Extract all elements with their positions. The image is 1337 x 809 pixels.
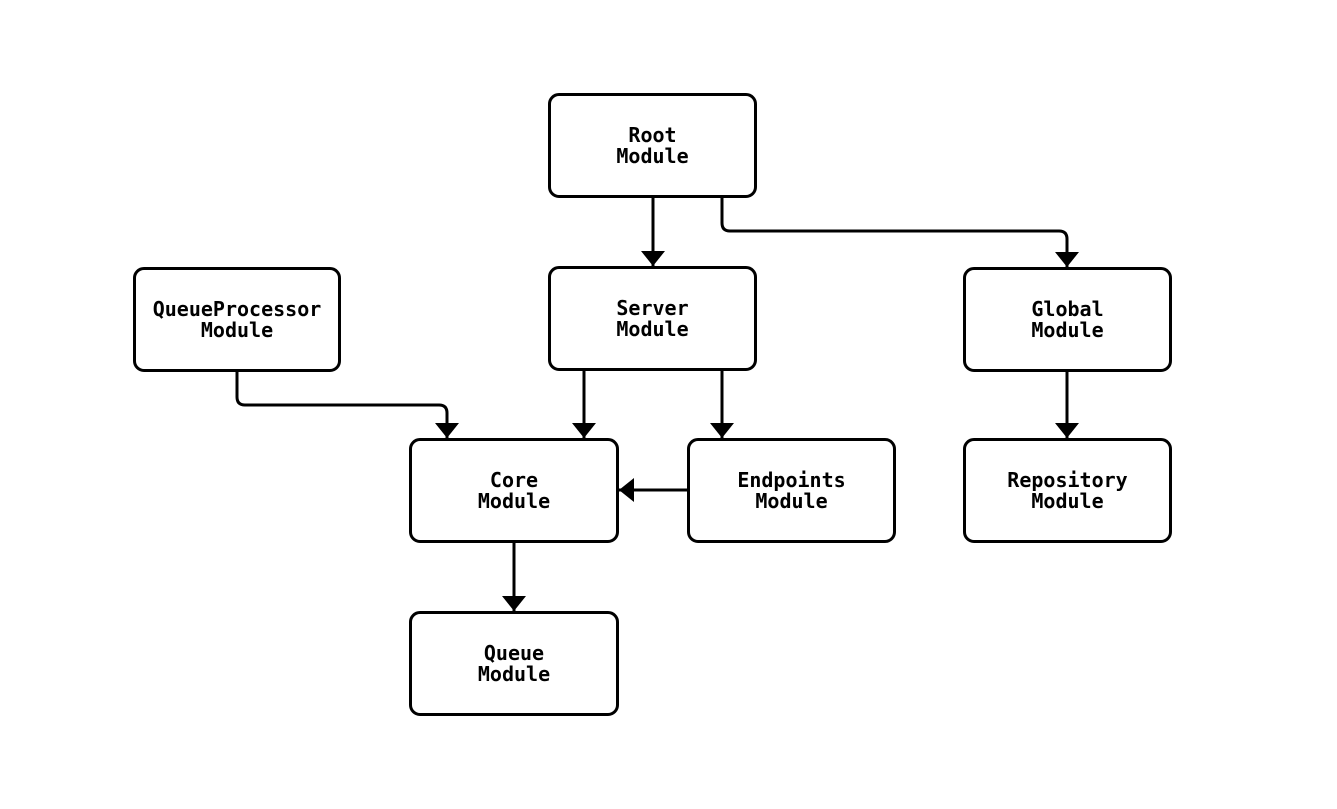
arrowhead-global-to-repository: [1055, 423, 1079, 438]
edge-root-to-global: [720, 198, 1069, 267]
node-label-server: Server Module: [616, 295, 689, 341]
node-label-core: Core Module: [477, 467, 551, 513]
node-core-module: Core Module: [409, 438, 619, 543]
node-server-module: Server Module: [548, 266, 757, 371]
node-queueprocessor-module: QueueProcessor Module: [133, 267, 341, 372]
node-label-repository: Repository Module: [1007, 467, 1128, 513]
arrowhead-queueprocessor-to-core: [435, 423, 459, 438]
edge-queueprocessor-to-core: [235, 372, 449, 438]
node-endpoints-module: Endpoints Module: [687, 438, 896, 543]
arrowhead-endpoints-to-core: [619, 478, 634, 502]
node-label-root: Root Module: [616, 122, 689, 168]
arrowhead-server-to-endpoints: [710, 423, 734, 438]
node-label-global: Global Module: [1031, 296, 1104, 342]
node-global-module: Global Module: [963, 267, 1172, 372]
arrowhead-server-to-core: [572, 423, 596, 438]
node-repository-module: Repository Module: [963, 438, 1172, 543]
arrowhead-root-to-server: [641, 251, 665, 266]
node-queue-module: Queue Module: [409, 611, 619, 716]
node-label-queue: Queue Module: [477, 640, 551, 686]
arrowhead-root-to-global: [1055, 252, 1079, 267]
node-label-queueprocessor: QueueProcessor Module: [152, 296, 322, 342]
arrowhead-core-to-queue: [502, 596, 526, 611]
node-root-module: Root Module: [548, 93, 757, 198]
node-label-endpoints: Endpoints Module: [737, 467, 846, 513]
